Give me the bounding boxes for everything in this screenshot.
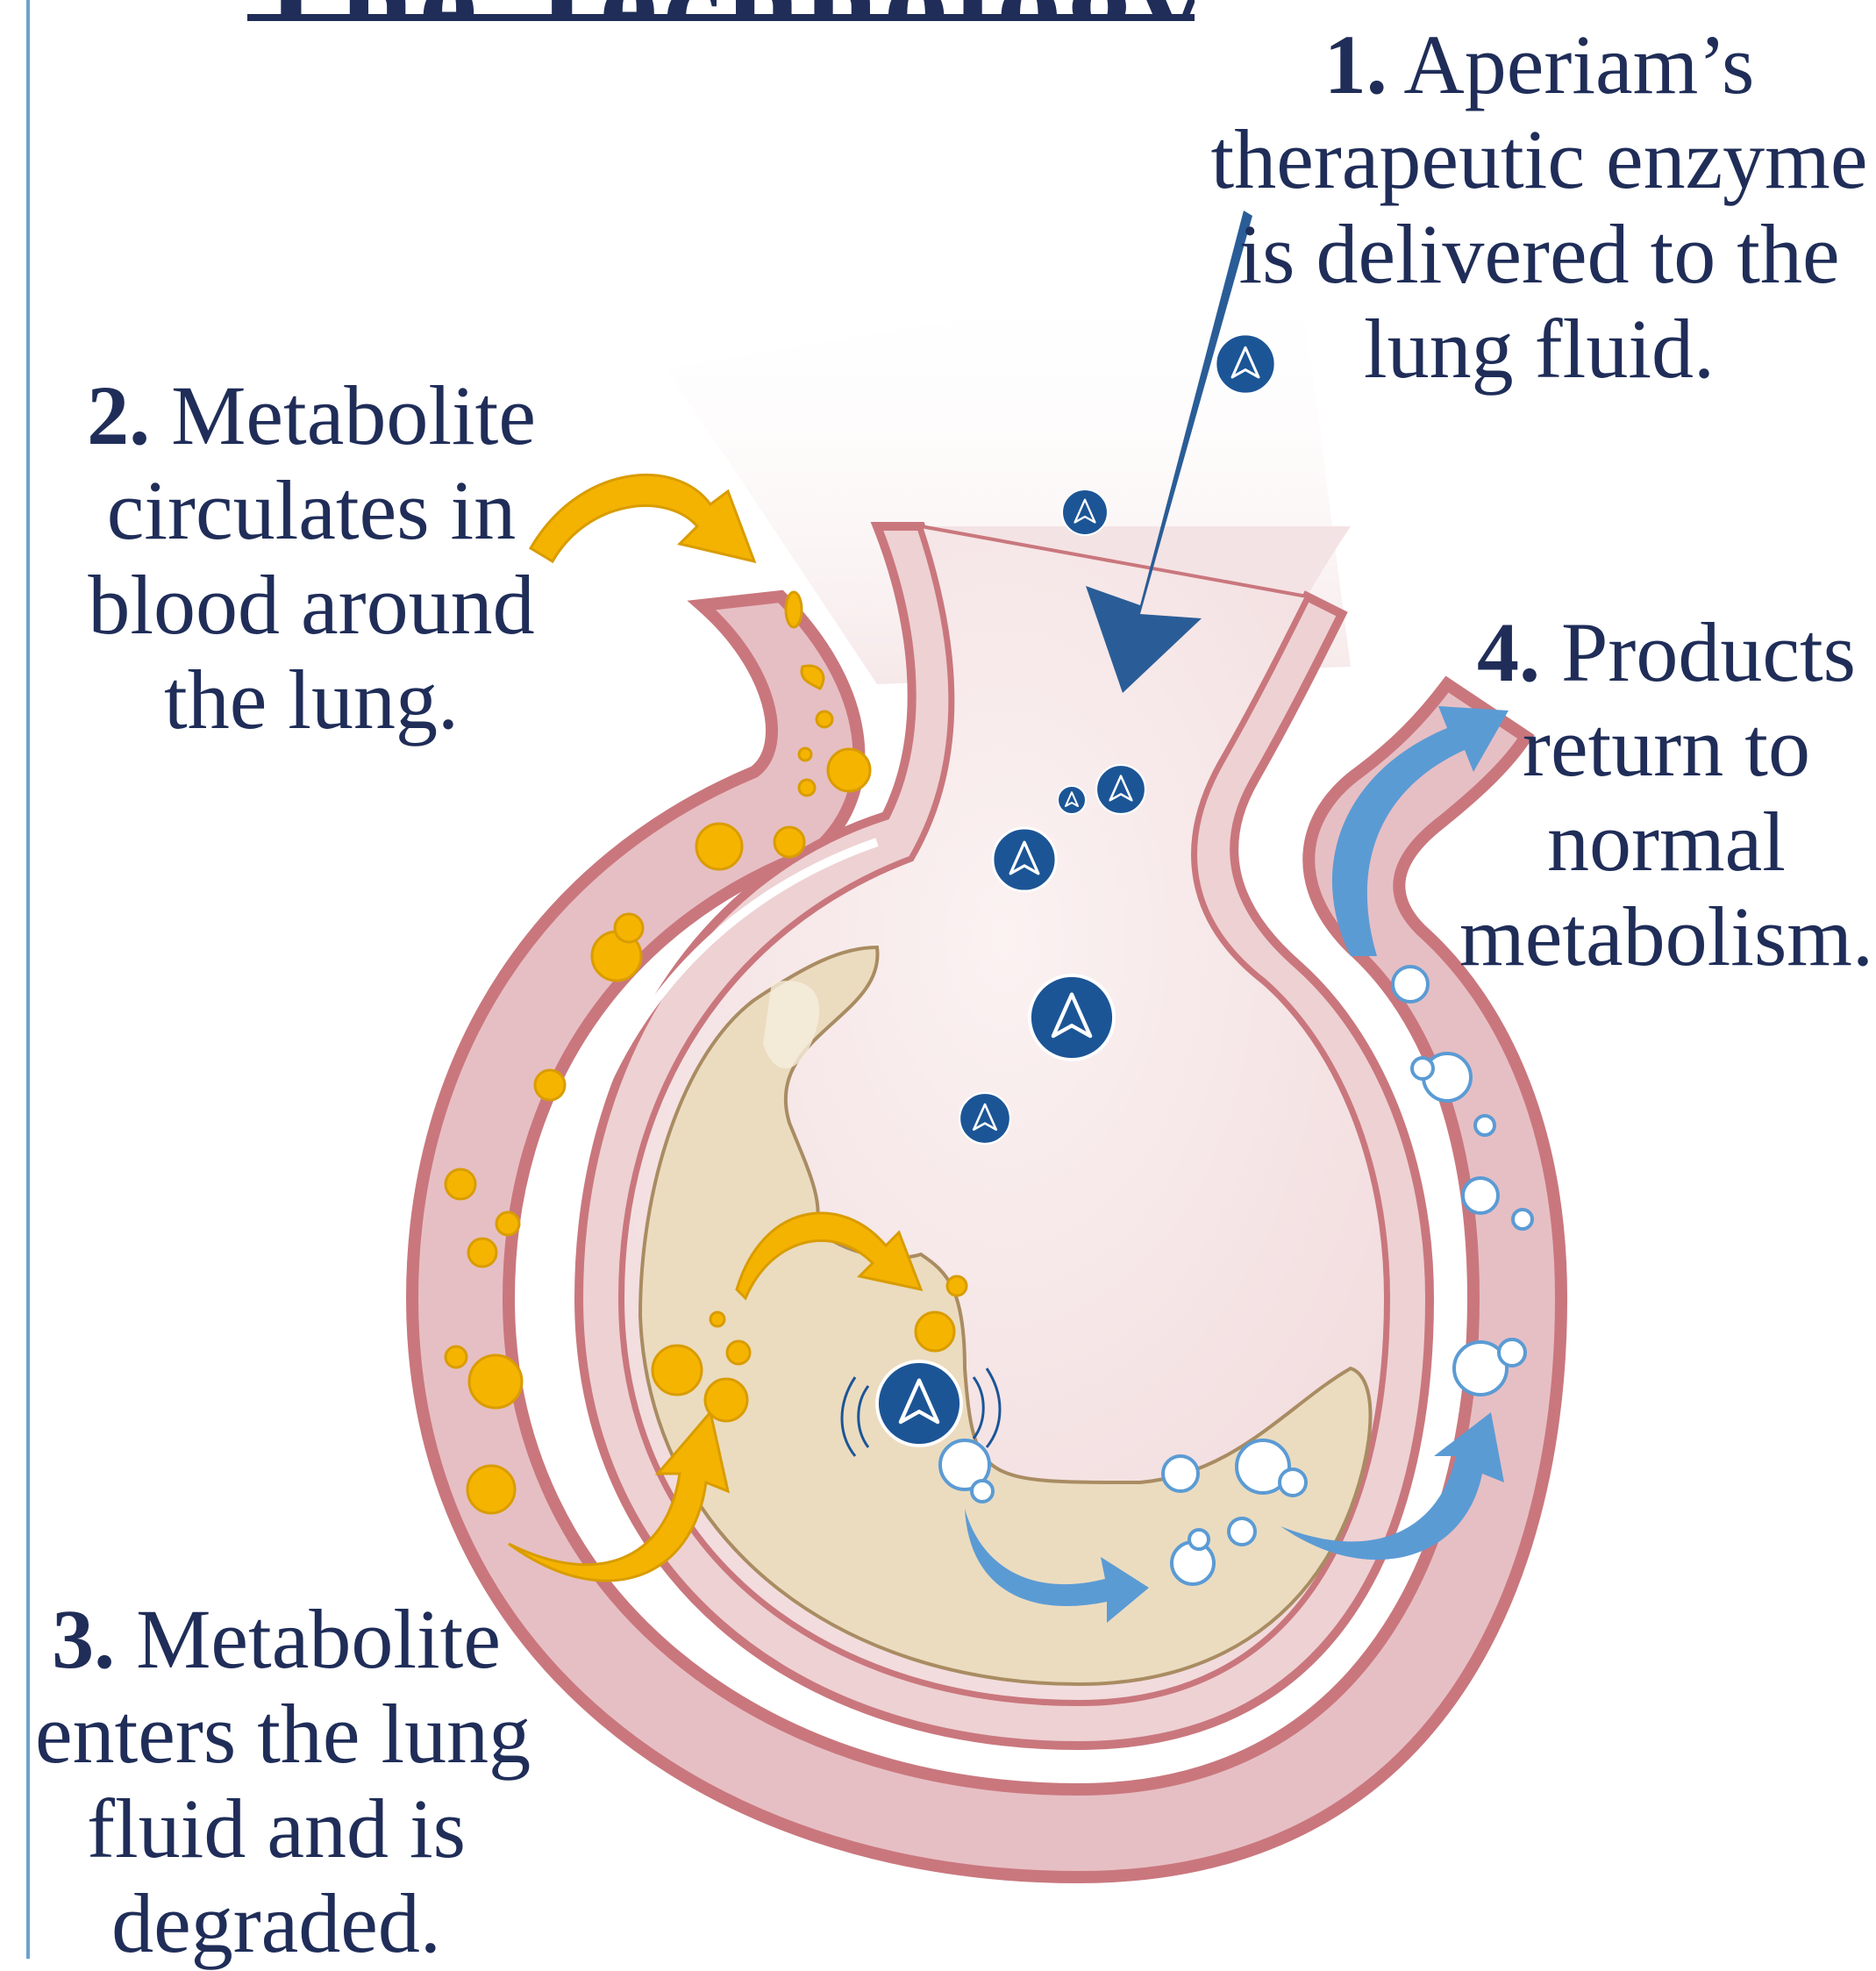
enzyme-icon bbox=[1030, 975, 1114, 1060]
step-4-line-3: normal bbox=[1456, 795, 1876, 889]
step-1-line-1: Aperiam’s bbox=[1403, 18, 1754, 111]
step-3-line-1: Metabolite bbox=[136, 1592, 501, 1686]
enzyme-icon bbox=[959, 1093, 1010, 1144]
step-2-number: 2. bbox=[87, 368, 150, 462]
enzyme-icon bbox=[877, 1361, 961, 1446]
step-2-line-3: blood around bbox=[79, 558, 544, 653]
step-3-line-4: degraded. bbox=[35, 1876, 517, 1971]
step-4-line-4: metabolism. bbox=[1456, 889, 1876, 984]
enzyme-icon bbox=[1058, 786, 1086, 814]
step-2-line-1: Metabolite bbox=[171, 368, 536, 462]
step-4-label: 4. Products return to normal metabolism. bbox=[1456, 605, 1876, 984]
step-4-line-2: return to bbox=[1456, 700, 1876, 795]
step-1-line-4: lung fluid. bbox=[1206, 302, 1872, 396]
enzyme-icon bbox=[993, 828, 1056, 891]
step-2-label: 2. Metabolite circulates in blood around… bbox=[79, 368, 544, 747]
step-1-line-2: therapeutic enzyme bbox=[1206, 112, 1872, 207]
step-2-line-4: the lung. bbox=[79, 653, 544, 747]
step-3-label: 3. Metabolite enters the lung fluid and … bbox=[35, 1592, 517, 1971]
step-1-number: 1. bbox=[1324, 18, 1387, 111]
metabolite-arrow-1 bbox=[531, 475, 754, 561]
enzyme-icon bbox=[1096, 765, 1145, 814]
step-1-line-3: is delivered to the bbox=[1206, 207, 1872, 302]
step-2-line-2: circulates in bbox=[79, 463, 544, 558]
step-3-number: 3. bbox=[52, 1592, 115, 1686]
step-3-line-3: fluid and is bbox=[35, 1782, 517, 1876]
step-4-line-1: Products bbox=[1561, 605, 1856, 699]
step-3-line-2: enters the lung bbox=[35, 1687, 517, 1782]
step-4-number: 4. bbox=[1477, 605, 1540, 699]
step-1-label: 1. Aperiam’s therapeutic enzyme is deliv… bbox=[1206, 18, 1872, 396]
enzyme-icon bbox=[1062, 489, 1108, 535]
